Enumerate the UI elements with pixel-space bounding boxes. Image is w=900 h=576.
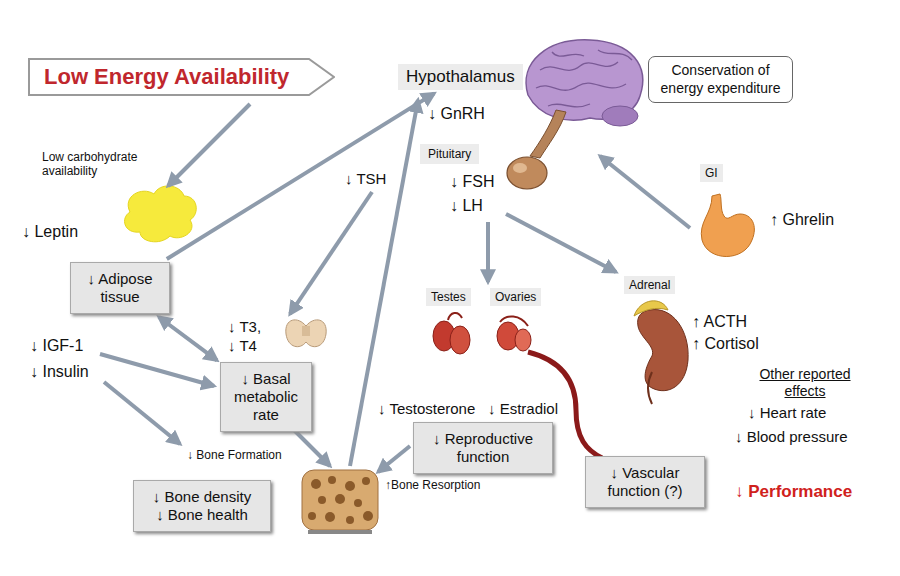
bone-illustration (302, 470, 378, 534)
connector-arrow (159, 317, 217, 360)
text-label: ↓ Blood pressure (735, 428, 848, 446)
node-text: ↓ Bone density (140, 488, 264, 506)
brain-illustration (526, 40, 643, 126)
text-label: Low carbohydrate availability (42, 150, 164, 179)
adrenal-kidney-illustration (634, 301, 688, 404)
text-label: ↓ IGF-1 (30, 336, 83, 355)
node-text: ↓ Bone health (140, 506, 264, 524)
text-label: ↓ T4 (228, 337, 257, 355)
text-label: ↓ Leptin (22, 222, 78, 241)
text-label: Other reported effects (745, 366, 865, 400)
node-text: ↓ Basal metabolic rate (227, 370, 305, 424)
node-text: Hypothalamus (406, 67, 515, 87)
testes-illustration (433, 313, 470, 354)
stomach-illustration (701, 194, 754, 257)
organ-box: Hypothalamus (398, 64, 523, 90)
text-label: ↓ LH (450, 196, 483, 215)
adipose-illustration (125, 186, 197, 242)
node-text: ↓ Reproductive function (420, 430, 546, 466)
text-label: Ovaries (490, 288, 541, 306)
text-label: ↑Bone Resorption (385, 478, 480, 492)
text-label: ↑ ACTH (692, 312, 747, 331)
effect-box: ↓ Vascular function (?) (585, 456, 705, 508)
effect-box: ↓ Adipose tissue (70, 262, 170, 314)
text-label: ↓ Estradiol (488, 400, 558, 418)
text-label: ↓ Testosterone (378, 400, 475, 418)
node-text: Pituitary (428, 147, 471, 161)
text-label: ↓ Bone Formation (187, 448, 282, 462)
text-label: Testes (426, 288, 471, 306)
arrow-outline (29, 59, 334, 95)
node-text: Conservation of energy expenditure (655, 62, 786, 97)
text-label: ↓ Insulin (30, 362, 89, 381)
ovaries-illustration (497, 316, 531, 351)
text-label: Adrenal (624, 276, 675, 294)
text-label: ↓ TSH (345, 170, 386, 188)
text-label: GI (700, 164, 723, 182)
effect-box: ↓ Bone density↓ Bone health (133, 480, 271, 532)
text-label: ↑ Cortisol (692, 334, 759, 353)
note-box: Conservation of energy expenditure (648, 56, 793, 103)
text-label: ↓ T3, (228, 318, 261, 336)
text-label: ↑ Ghrelin (770, 210, 834, 229)
node-text: Low Energy Availability (44, 64, 289, 90)
text-label: ↓ GnRH (428, 104, 485, 123)
text-label: ↓ Performance (735, 482, 852, 502)
connector-arrow (167, 93, 434, 259)
leader-arrows (100, 100, 690, 472)
pituitary-illustration (507, 110, 566, 189)
effect-box: ↓ Basal metabolic rate (220, 362, 312, 432)
text-label: ↓ Heart rate (748, 404, 826, 422)
arrow-title-box: Low Energy Availability (28, 58, 335, 96)
text-label: ↓ FSH (450, 172, 494, 191)
node-text: ↓ Vascular function (?) (592, 464, 698, 500)
effect-box: ↓ Reproductive function (413, 422, 553, 474)
thyroid-illustration (286, 320, 326, 347)
organ-box: Pituitary (420, 144, 479, 164)
node-text: ↓ Adipose tissue (77, 270, 163, 306)
